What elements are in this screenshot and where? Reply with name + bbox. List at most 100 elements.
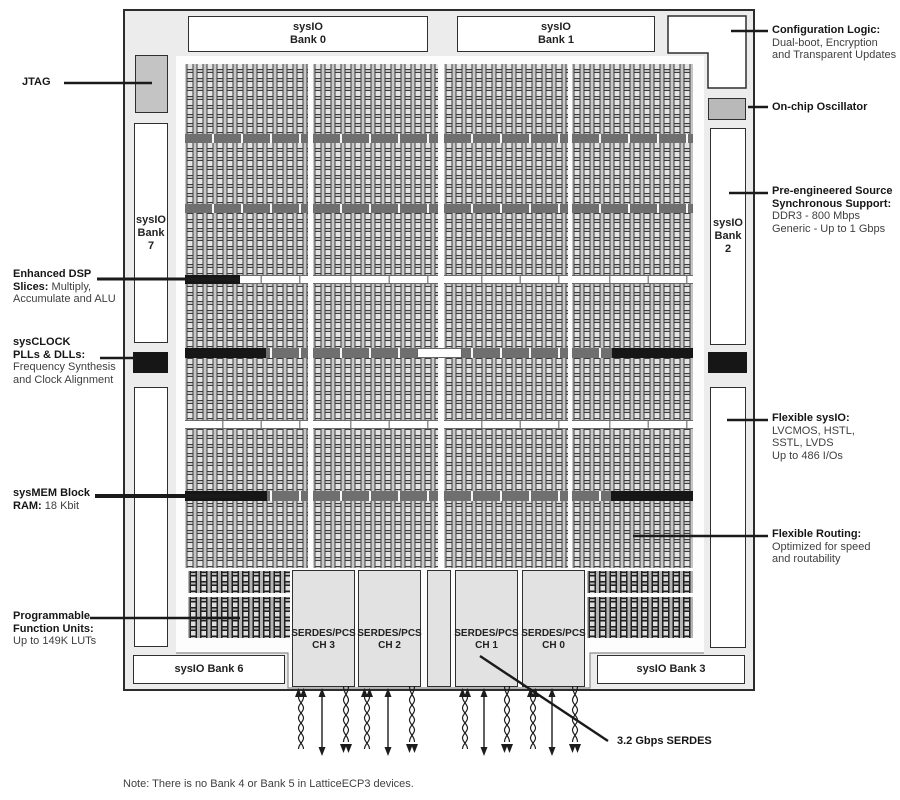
fabric-cells: [185, 213, 308, 275]
callout-pfu-title: Programmable: [13, 610, 91, 622]
diff-pair-rx-icon: [459, 688, 471, 750]
io-row-bar: [185, 204, 308, 213]
pll-block-left: [133, 352, 168, 373]
fabric-cells: [313, 213, 438, 275]
callout-preeng-title: Pre-engineered Source: [772, 185, 893, 197]
serdes-ch2-block: SERDES/PCS CH 2: [357, 570, 422, 687]
fabric-cells: [185, 284, 308, 348]
bank6-label: sysIO Bank 6: [174, 663, 244, 675]
fabric-cells: [444, 213, 568, 275]
jtag-block: [135, 55, 168, 113]
bank7-box: sysIO Bank 7: [134, 123, 168, 343]
bank3-label: sysIO Bank 3: [636, 663, 706, 675]
pfu-patch: [188, 571, 290, 593]
fabric-cells: [444, 143, 568, 204]
fabric-cells: [313, 429, 438, 491]
footnote: Note: There is no Bank 4 or Bank 5 in La…: [123, 778, 543, 791]
clock-arrow-icon: [384, 688, 392, 756]
serdes-ch1-label: SERDES/PCS: [454, 627, 519, 639]
fabric-cells: [444, 501, 568, 568]
sysmem-row-black-left: [185, 491, 267, 501]
bank1-label: sysIO: [541, 21, 571, 33]
fabric-cells: [444, 284, 568, 348]
dsp-slice-row: [572, 420, 693, 429]
callout-sysclock-title: sysCLOCK: [13, 336, 71, 348]
left-io-box: [134, 387, 168, 647]
bank7-label: Bank: [137, 226, 165, 239]
fabric-column-group: [185, 64, 308, 568]
fabric-cells: [313, 284, 438, 348]
diff-pair-rx-icon: [295, 688, 307, 750]
io-row-bar: [572, 204, 693, 213]
callout-flexio-title: Flexible sysIO:: [772, 412, 850, 424]
dsp-slice-row: [185, 275, 308, 284]
callout-dsp-title: Slices:: [13, 280, 49, 293]
bank7-label: 7: [147, 239, 155, 252]
clock-row-bar: [444, 348, 568, 358]
serdes-ch0-label: SERDES/PCS: [521, 627, 586, 639]
bank1-label: Bank 1: [537, 34, 575, 46]
callout-routing-text: Optimized for speed: [772, 540, 871, 553]
footnote-text: Note: There is no Bank 4 or Bank 5 in La…: [123, 778, 414, 790]
callout-jtag: JTAG: [22, 76, 51, 89]
callout-sysmem-title: RAM:: [13, 499, 42, 512]
callout-serdes-speed: 3.2 Gbps SERDES: [617, 735, 727, 748]
fabric-cells: [572, 501, 693, 568]
dsp-slice-row: [444, 420, 568, 429]
callout-sysmem-text: 18 Kbit: [44, 499, 80, 512]
callout-preeng-text: Generic - Up to 1 Gbps: [772, 222, 886, 235]
callout-preeng-title: Synchronous Support:: [772, 197, 892, 210]
io-row-bar: [313, 134, 438, 143]
fabric-cells: [572, 284, 693, 348]
serdes-ch0-block: SERDES/PCS CH 0: [521, 570, 586, 687]
callout-sysclock-title: PLLs & DLLs:: [13, 348, 86, 361]
callout-sysclock: sysCLOCK PLLs & DLLs: Frequency Synthesi…: [13, 336, 125, 386]
fabric-cells: [444, 358, 568, 420]
dsp-slice-row: [444, 275, 568, 284]
callout-routing-text: and routability: [772, 553, 841, 566]
fabric-cells: [313, 501, 438, 568]
serdes-ch1-label: CH 1: [475, 639, 498, 651]
bank3-box: sysIO Bank 3: [597, 655, 745, 684]
callout-flexio: Flexible sysIO: LVCMOS, HSTL, SSTL, LVDS…: [772, 412, 897, 462]
diff-pair-tx-icon: [569, 686, 581, 753]
callout-config-text: Dual-boot, Encryption: [772, 36, 878, 49]
dsp-slice-row: [313, 420, 438, 429]
clock-row-bar: [313, 348, 438, 358]
bank6-box: sysIO Bank 6: [133, 655, 285, 684]
bank2-box: sysIO Bank 2: [710, 128, 746, 345]
bank2-label: Bank: [714, 230, 742, 242]
callout-dsp-text: Accumulate and ALU: [13, 293, 116, 306]
fabric-cells: [572, 143, 693, 204]
callout-config-text: and Transparent Updates: [772, 49, 897, 62]
callout-config-title: Configuration Logic:: [772, 24, 881, 36]
serdes-ch1-block: SERDES/PCS CH 1: [454, 570, 519, 687]
callout-pfu: Programmable Function Units: Up to 149K …: [13, 610, 125, 648]
clock-row-black-left: [185, 348, 266, 358]
io-row-bar: [444, 134, 568, 143]
pfu-patch: [587, 597, 693, 638]
fabric-cells: [572, 358, 693, 420]
callout-flexio-text: LVCMOS, HSTL,: [772, 424, 855, 437]
bank0-box: sysIO Bank 0: [188, 16, 428, 52]
callout-pfu-text: Up to 149K LUTs: [13, 635, 97, 648]
fabric-cells: [185, 358, 308, 420]
sysmem-row-black-right: [611, 491, 693, 501]
callout-dsp: Enhanced DSP Slices: Multiply, Accumulat…: [13, 268, 125, 306]
dsp-row-highlight: [185, 275, 240, 284]
io-row-bar: [572, 134, 693, 143]
fabric-column-group: [444, 64, 568, 568]
bank2-label: 2: [724, 243, 732, 255]
fabric-cells: [444, 429, 568, 491]
clock-row-black-right: [612, 348, 693, 358]
bank7-label: sysIO: [136, 213, 166, 226]
callout-preeng: Pre-engineered Source Synchronous Suppor…: [772, 185, 900, 235]
sysmem-row-bar: [444, 491, 568, 501]
callout-pfu-title: Function Units:: [13, 622, 94, 635]
fabric-cells: [313, 64, 438, 134]
fabric-cells: [185, 64, 308, 134]
clock-arrow-icon: [548, 688, 556, 756]
callout-sysmem-title: sysMEM Block: [13, 487, 91, 499]
callout-sysmem: sysMEM Block RAM: 18 Kbit: [13, 487, 125, 512]
